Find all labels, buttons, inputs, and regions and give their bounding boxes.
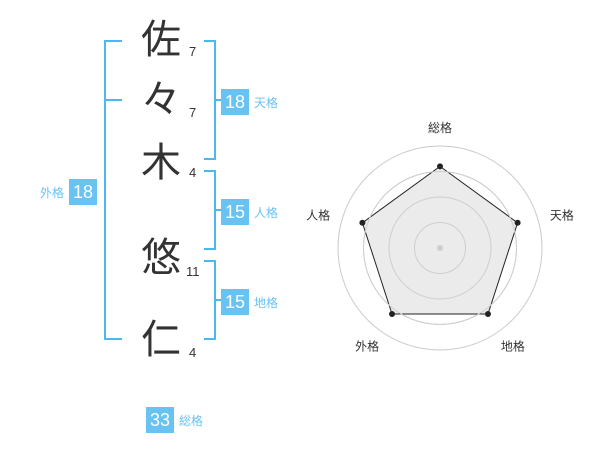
radar-ring-overlay <box>414 222 466 274</box>
gaikaku-badge: 外格 18 <box>40 179 98 205</box>
kanji-5: 仁 <box>141 317 181 363</box>
radar-ring-overlay <box>363 171 517 325</box>
stroke-count-3: 4 <box>189 165 197 180</box>
tenkaku-badge: 18 天格 <box>221 89 278 115</box>
gaikaku-bracket <box>104 40 122 340</box>
radar-series-polygon <box>361 165 519 315</box>
chikaku-value: 15 <box>221 289 250 315</box>
chikaku-bracket-tick <box>215 299 221 301</box>
chikaku-badge: 15 地格 <box>221 289 278 315</box>
radar-point-0 <box>437 163 443 170</box>
tenkaku-value: 18 <box>221 89 250 115</box>
radar-point-4 <box>359 219 366 226</box>
kanji-3: 木 <box>141 140 181 186</box>
soukaku-label: 総格 <box>179 413 204 428</box>
kanji-4: 悠 <box>141 235 181 281</box>
stroke-count-2: 7 <box>189 105 197 120</box>
soukaku-badge: 33 総格 <box>146 407 203 433</box>
soukaku-value: 33 <box>146 407 175 433</box>
kanji-2: 々 <box>141 77 181 123</box>
tenkaku-bracket-tick <box>215 99 221 101</box>
radar-point-2 <box>484 311 491 318</box>
radar-center-dot <box>437 245 443 251</box>
jinkaku-bracket-tick <box>215 209 221 211</box>
tenkaku-label: 天格 <box>254 95 279 110</box>
jinkaku-value: 15 <box>221 199 250 225</box>
gaikaku-label: 外格 <box>40 185 65 200</box>
jinkaku-badge: 15 人格 <box>221 199 278 225</box>
radar-axis-label-0: 総格 <box>428 120 452 135</box>
radar-axis-label-2: 地格 <box>501 338 525 353</box>
radar-axis-label-3: 外格 <box>355 338 379 353</box>
radar-axis-label-4: 人格 <box>306 208 330 223</box>
gaikaku-bracket-tick <box>104 99 122 101</box>
gaikaku-value: 18 <box>69 179 98 205</box>
chikaku-label: 地格 <box>254 295 279 310</box>
stroke-count-5: 4 <box>189 345 197 360</box>
radar-axis-label-1: 天格 <box>550 208 574 223</box>
stroke-count-1: 7 <box>189 44 197 59</box>
jinkaku-label: 人格 <box>254 205 279 220</box>
stroke-count-4: 11 <box>186 264 200 279</box>
radar-ring-overlay <box>388 196 492 300</box>
kanji-1: 佐 <box>141 17 181 63</box>
radar-point-1 <box>514 219 521 226</box>
radar-point-3 <box>389 311 396 318</box>
